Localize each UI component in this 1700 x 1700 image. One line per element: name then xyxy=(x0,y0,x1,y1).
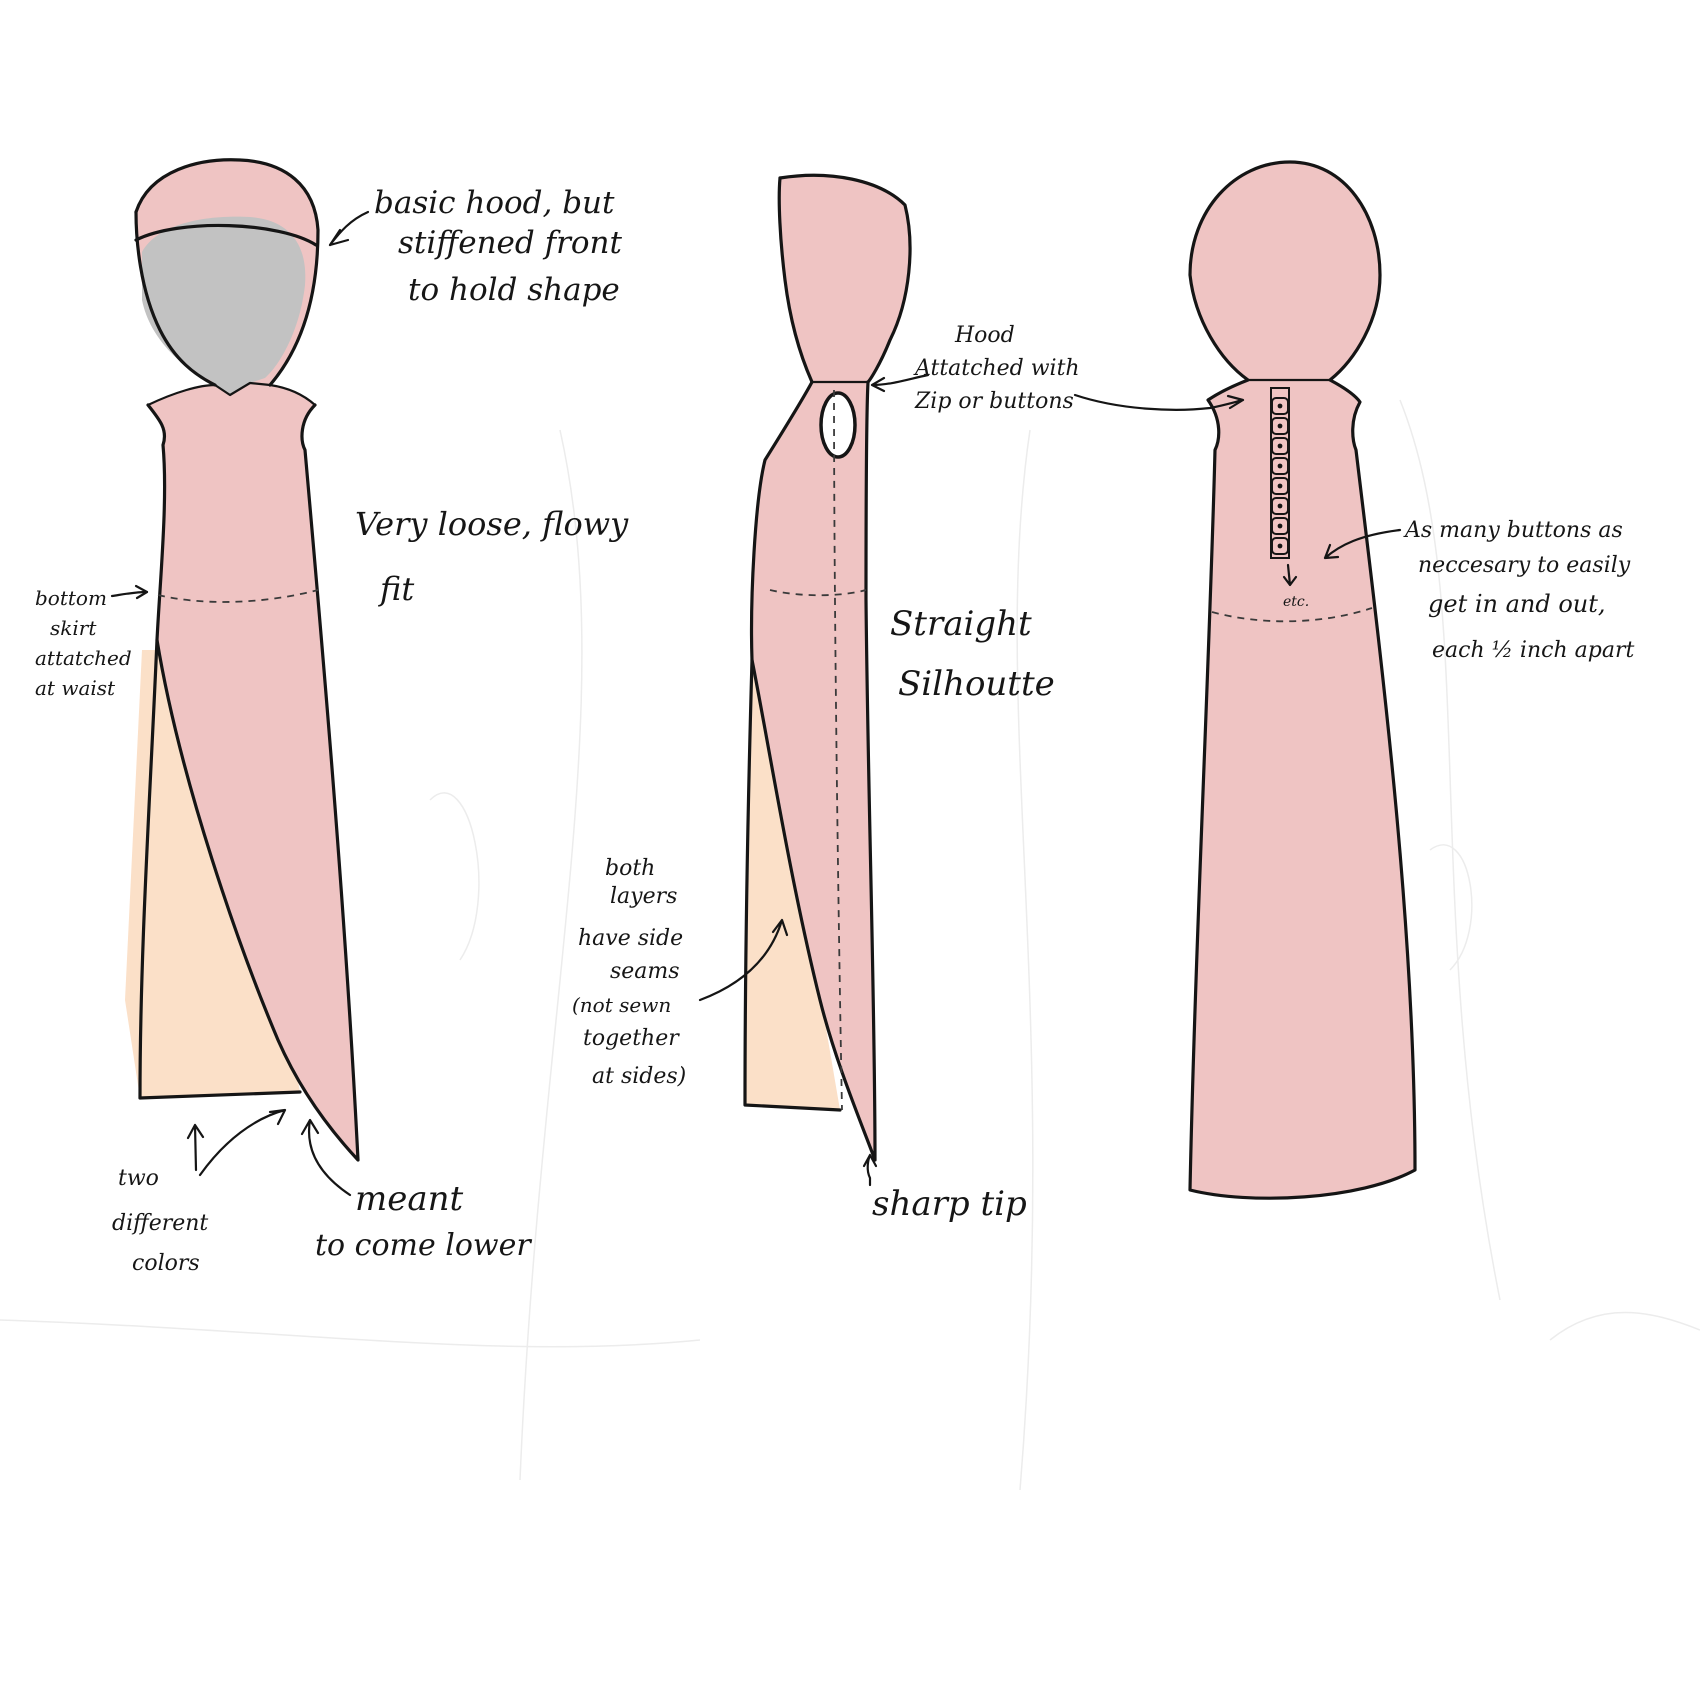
note-buttons-line-2: neccesary to easily xyxy=(1418,553,1631,578)
button-hole xyxy=(1278,404,1283,409)
back-dress-body xyxy=(1190,380,1415,1198)
back-view-figure xyxy=(1190,162,1415,1198)
note-layers-line-7: at sides) xyxy=(592,1064,686,1089)
button-hole xyxy=(1278,424,1283,429)
note-silhouette-line-1: Straight xyxy=(890,604,1032,644)
note-hood-line-3: to hold shape xyxy=(408,272,620,308)
note-buttons-line-1: As many buttons as xyxy=(1403,518,1623,543)
note-lower-line-1: meant xyxy=(355,1179,464,1219)
button-hole xyxy=(1278,544,1283,549)
note-buttons-line-4: each ½ inch apart xyxy=(1432,638,1634,663)
note-layers-line-1: both xyxy=(605,856,655,881)
note-hood-line-1: basic hood, but xyxy=(374,185,615,221)
note-skirt-line-2: skirt xyxy=(50,616,97,640)
note-skirt-line-4: at waist xyxy=(35,676,116,700)
note-fit-line-1: Very loose, flowy xyxy=(355,505,629,543)
arrow-icon xyxy=(188,1125,203,1170)
side-view-figure xyxy=(745,175,910,1160)
button-hole xyxy=(1278,504,1283,509)
button-hole xyxy=(1278,444,1283,449)
note-layers-line-6: together xyxy=(583,1026,680,1051)
note-attach-line-2: Attatched with xyxy=(913,356,1080,381)
button-hole xyxy=(1278,464,1283,469)
note-etc: etc. xyxy=(1283,594,1309,610)
note-fit-line-2: fit xyxy=(378,570,414,608)
arrow-icon xyxy=(330,230,348,245)
arrow-icon xyxy=(200,1110,285,1175)
note-layers-line-4: seams xyxy=(610,959,680,984)
note-colors-line-3: colors xyxy=(132,1251,200,1276)
note-colors-line-2: different xyxy=(112,1211,208,1236)
button-hole xyxy=(1278,524,1283,529)
note-hood-line-2: stiffened front xyxy=(398,225,623,261)
note-sharp-tip: sharp tip xyxy=(872,1184,1027,1224)
note-layers-line-2: layers xyxy=(610,884,677,909)
note-skirt-line-3: attatched xyxy=(35,646,132,670)
note-layers-line-3: have side xyxy=(578,926,683,951)
note-colors-line-1: two xyxy=(118,1166,159,1191)
side-arm-opening xyxy=(821,393,855,457)
note-lower-line-2: to come lower xyxy=(315,1228,532,1263)
button-hole xyxy=(1278,484,1283,489)
note-silhouette-line-2: Silhoutte xyxy=(898,664,1055,704)
front-view-figure xyxy=(125,160,358,1160)
note-attach-line-1: Hood xyxy=(954,323,1015,348)
note-layers-line-5: (not sewn xyxy=(572,993,671,1017)
note-attach-line-3: Zip or buttons xyxy=(914,389,1074,414)
note-skirt-line-1: bottom xyxy=(35,586,107,610)
note-buttons-line-3: get in and out, xyxy=(1428,590,1606,618)
